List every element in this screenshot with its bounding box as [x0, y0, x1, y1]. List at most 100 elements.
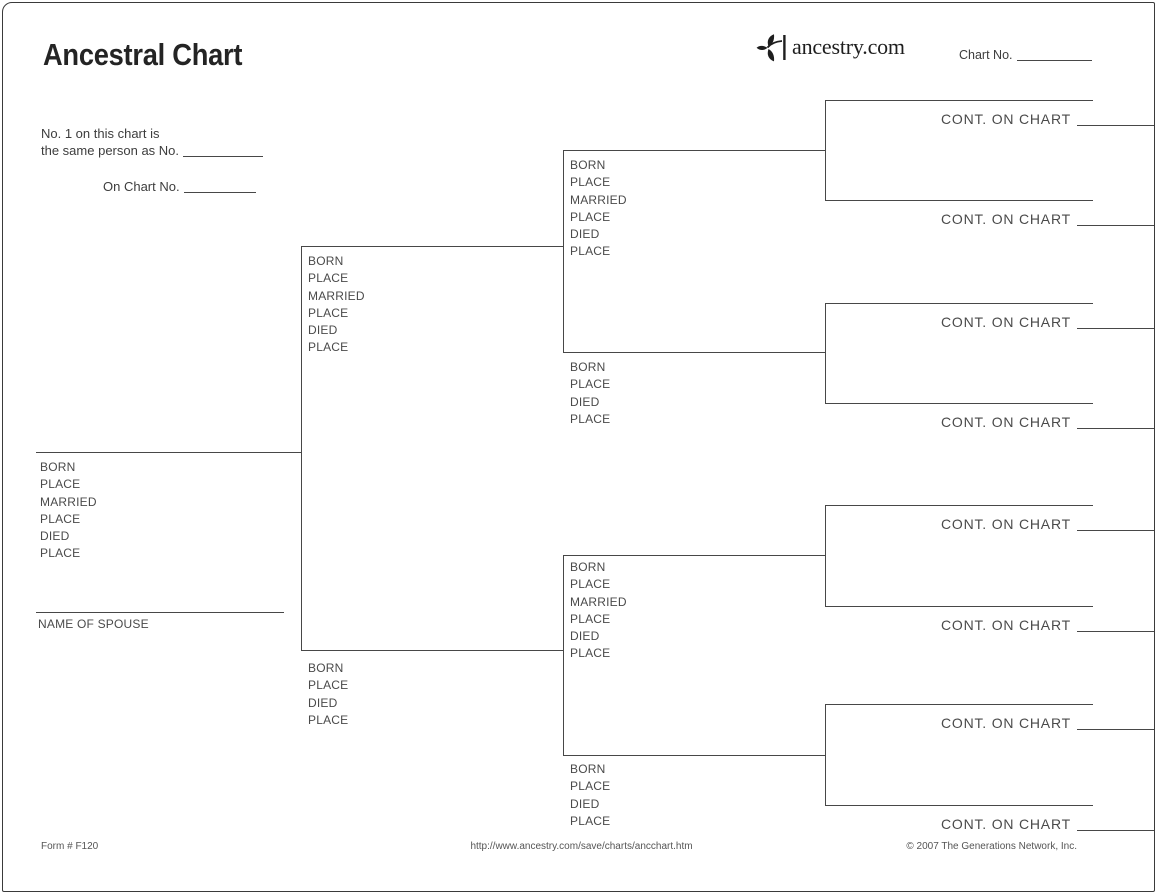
field-label: PLACE [570, 577, 611, 592]
paternal-bracket-line [563, 150, 565, 353]
field-label: PLACE [308, 340, 349, 355]
field-label: PLACE [570, 209, 611, 224]
cont-chart-number-blank-8 [1076, 830, 1154, 831]
field-label: PLACE [570, 175, 611, 190]
field-label: PLACE [570, 611, 611, 626]
cont-on-chart-slot-3: CONT. ON CHART [941, 314, 1154, 330]
gen2-bracket-line [301, 246, 303, 651]
on-chart-label: On Chart No. [103, 179, 180, 194]
paternal-grandfather-line [563, 150, 826, 152]
cont-on-chart-slot-4: CONT. ON CHART [941, 414, 1154, 430]
field-label: BORN [570, 762, 606, 776]
field-label: BORN [308, 254, 344, 268]
maternal-grandfather-line [563, 555, 826, 557]
field-label: DIED [308, 323, 338, 338]
field-label: PLACE [570, 646, 611, 661]
field-label: PLACE [570, 244, 611, 259]
cont-on-chart-slot-2: CONT. ON CHART [941, 211, 1154, 227]
field-label: PLACE [40, 546, 81, 561]
cont-chart-number-blank-7 [1076, 729, 1154, 730]
great-grandparent-bracket-4 [825, 704, 827, 806]
field-label: DIED [570, 796, 600, 811]
cont-chart-number-blank-3 [1076, 328, 1154, 329]
great-grandparent-line-7 [825, 704, 1093, 706]
cont-on-chart-label: CONT. ON CHART [941, 816, 1071, 832]
cont-on-chart-slot-6: CONT. ON CHART [941, 617, 1154, 633]
great-grandparent-bracket-2 [825, 303, 827, 404]
form-url: http://www.ancestry.com/save/charts/ancc… [470, 841, 693, 852]
field-label: DIED [40, 529, 70, 544]
field-label: BORN [570, 360, 606, 374]
field-label: DIED [570, 394, 600, 409]
spouse-name-label: NAME OF SPOUSE [38, 617, 149, 631]
field-label: PLACE [570, 411, 611, 426]
chart-number-field: Chart No. [959, 48, 1092, 62]
great-grandparent-line-4 [825, 403, 1093, 405]
paternal-grandmother-line [563, 352, 826, 354]
great-grandparent-line-5 [825, 505, 1093, 507]
page-title: Ancestral Chart [43, 37, 243, 72]
cont-on-chart-slot-1: CONT. ON CHART [941, 111, 1154, 127]
cont-on-chart-label: CONT. ON CHART [941, 111, 1071, 127]
field-label: BORN [570, 158, 606, 172]
ancestry-logo-text: ancestry.com [792, 34, 905, 59]
cont-on-chart-slot-5: CONT. ON CHART [941, 516, 1154, 532]
field-label: BORN [40, 460, 76, 474]
spouse-line [36, 612, 284, 614]
field-label: PLACE [308, 712, 349, 727]
father-fields: BORN PLACE MARRIED PLACE DIED PLACE [308, 253, 365, 357]
field-label: DIED [570, 227, 600, 242]
note-line-3: On Chart No. [103, 179, 256, 194]
field-label: PLACE [308, 305, 349, 320]
mother-line [301, 650, 564, 652]
cont-chart-number-blank-1 [1076, 125, 1154, 126]
note-line-2: the same person as No. [41, 143, 264, 158]
father-line [301, 246, 564, 248]
cont-chart-number-blank-4 [1076, 428, 1154, 429]
field-label: PLACE [570, 779, 611, 794]
form-number: Form # F120 [41, 841, 99, 852]
ancestry-leaf-icon [756, 34, 786, 62]
ancestry-logo: ancestry.com [756, 32, 905, 62]
great-grandparent-line-1 [825, 100, 1093, 102]
paternal-grandfather-fields: BORN PLACE MARRIED PLACE DIED PLACE [570, 157, 627, 261]
great-grandparent-bracket-1 [825, 100, 827, 201]
field-label: DIED [570, 629, 600, 644]
great-grandparent-line-2 [825, 200, 1093, 202]
same-person-number-blank [183, 156, 264, 157]
cont-on-chart-slot-7: CONT. ON CHART [941, 715, 1154, 731]
maternal-bracket-line [563, 555, 565, 756]
same-person-label: the same person as No. [41, 143, 180, 158]
on-chart-number-blank [183, 192, 256, 193]
cont-on-chart-label: CONT. ON CHART [941, 516, 1071, 532]
great-grandparent-bracket-3 [825, 505, 827, 607]
note-line-1: No. 1 on this chart is [41, 126, 160, 141]
cont-on-chart-label: CONT. ON CHART [941, 414, 1071, 430]
chart-number-blank [1016, 60, 1092, 61]
cont-on-chart-label: CONT. ON CHART [941, 314, 1071, 330]
field-label: BORN [308, 661, 344, 675]
field-label: BORN [570, 560, 606, 574]
field-label: PLACE [570, 813, 611, 828]
field-label: MARRIED [308, 288, 365, 303]
cont-chart-number-blank-6 [1076, 631, 1154, 632]
great-grandparent-line-6 [825, 606, 1093, 608]
cont-on-chart-label: CONT. ON CHART [941, 211, 1071, 227]
field-label: MARRIED [40, 494, 97, 509]
great-grandparent-line-8 [825, 805, 1093, 807]
field-label: PLACE [308, 271, 349, 286]
cont-on-chart-label: CONT. ON CHART [941, 715, 1071, 731]
field-label: PLACE [40, 511, 81, 526]
great-grandparent-line-3 [825, 303, 1093, 305]
field-label: MARRIED [570, 594, 627, 609]
field-label: MARRIED [570, 192, 627, 207]
maternal-grandmother-line [563, 755, 826, 757]
copyright-notice: © 2007 The Generations Network, Inc. [906, 841, 1077, 852]
field-label: DIED [308, 695, 338, 710]
subject-line [36, 452, 301, 454]
maternal-grandmother-fields: BORN PLACE DIED PLACE [570, 761, 610, 830]
